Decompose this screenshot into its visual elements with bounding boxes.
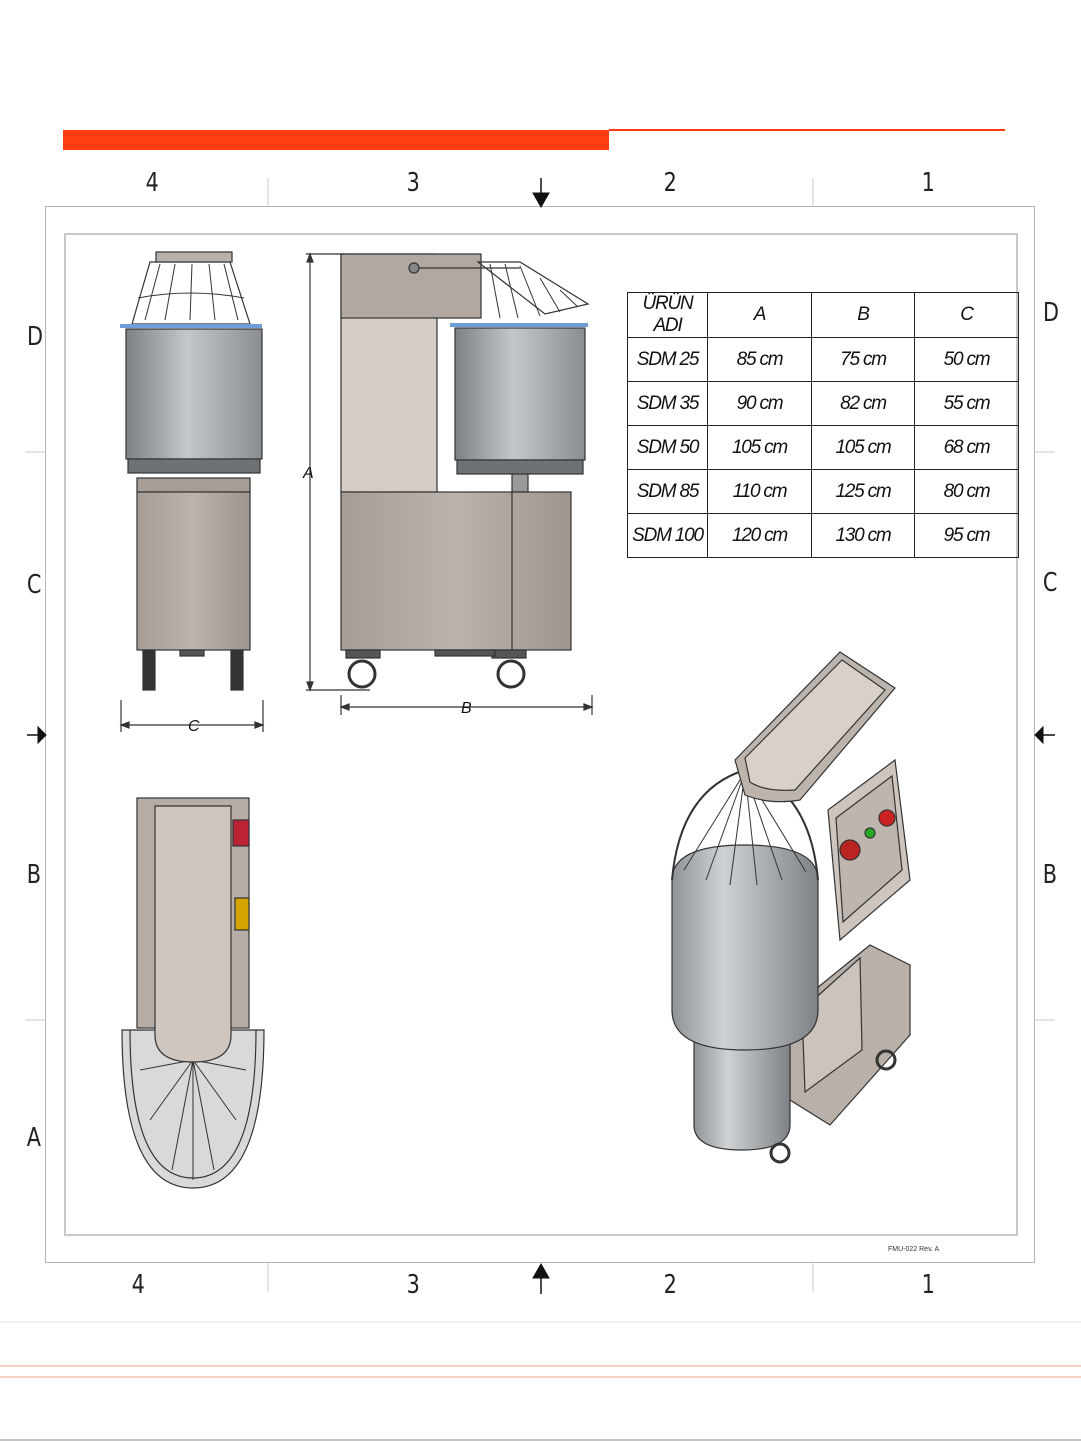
cell-c: 55 cm — [915, 382, 1019, 426]
table-header-row: ÜRÜN ADI A B C — [628, 293, 1019, 338]
front-view — [120, 252, 263, 732]
dim-b-label: B — [461, 700, 472, 717]
cell-c: 80 cm — [915, 470, 1019, 514]
cell-model: SDM 85 — [628, 470, 708, 514]
dimensions-table: ÜRÜN ADI A B C SDM 25 85 cm 75 cm 50 cm … — [627, 292, 1019, 558]
cell-model: SDM 100 — [628, 514, 708, 558]
cell-c: 50 cm — [915, 338, 1019, 382]
header-a: A — [708, 293, 812, 338]
cell-a: 90 cm — [708, 382, 812, 426]
cell-b: 130 cm — [812, 514, 915, 558]
dim-a-label: A — [302, 465, 314, 482]
header-c: C — [915, 293, 1019, 338]
cell-model: SDM 50 — [628, 426, 708, 470]
cell-a: 110 cm — [708, 470, 812, 514]
drawing-reference: FMU-022 Rev. A — [888, 1246, 939, 1253]
cell-b: 125 cm — [812, 470, 915, 514]
table-row: SDM 50 105 cm 105 cm 68 cm — [628, 426, 1019, 470]
table-row: SDM 85 110 cm 125 cm 80 cm — [628, 470, 1019, 514]
header-b: B — [812, 293, 915, 338]
table-row: SDM 100 120 cm 130 cm 95 cm — [628, 514, 1019, 558]
isometric-view — [672, 652, 910, 1162]
cell-b: 75 cm — [812, 338, 915, 382]
cell-b: 105 cm — [812, 426, 915, 470]
cell-model: SDM 35 — [628, 382, 708, 426]
cell-a: 105 cm — [708, 426, 812, 470]
table-row: SDM 25 85 cm 75 cm 50 cm — [628, 338, 1019, 382]
cell-a: 120 cm — [708, 514, 812, 558]
side-view — [306, 254, 592, 715]
dim-c-label: C — [188, 718, 200, 735]
cell-b: 82 cm — [812, 382, 915, 426]
top-view — [122, 798, 264, 1188]
cell-c: 68 cm — [915, 426, 1019, 470]
cell-model: SDM 25 — [628, 338, 708, 382]
table-row: SDM 35 90 cm 82 cm 55 cm — [628, 382, 1019, 426]
cell-c: 95 cm — [915, 514, 1019, 558]
header-product-name: ÜRÜN ADI — [628, 293, 708, 338]
cell-a: 85 cm — [708, 338, 812, 382]
